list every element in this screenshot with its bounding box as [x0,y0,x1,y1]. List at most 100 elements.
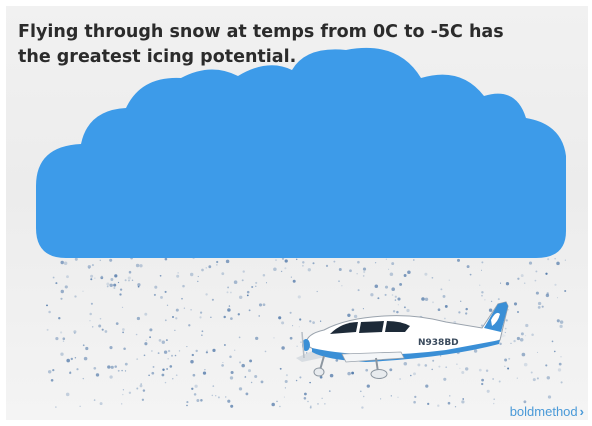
snowflake [366,384,370,388]
snowflake [151,350,153,352]
snowflake [217,396,220,399]
snowflake [90,274,94,278]
snowflake [296,345,298,347]
snowflake [545,293,550,298]
snowflake [221,272,225,276]
snowflake [461,400,465,404]
snowflake [362,267,367,271]
snowflake [341,285,343,287]
snowflake [70,357,73,361]
snowfall [46,256,567,409]
snowflake [128,279,130,282]
snowflake [233,280,238,284]
snowflake [302,264,304,267]
snowflake [517,311,519,313]
snowflake [392,310,396,313]
snowflake [457,258,460,262]
snowflake [164,381,167,384]
snowflake [424,297,429,302]
snowflake [410,374,412,377]
snowflake [227,399,231,403]
snowflake [275,259,277,261]
snowflake [391,294,394,296]
snowflake [508,357,511,360]
snowflake [60,297,63,300]
snowflake [117,281,120,284]
snowflake [523,400,527,404]
snowflake [139,384,143,388]
snowflake [229,355,232,358]
snowflake [289,336,293,340]
snowflake [421,297,425,301]
snowflake [370,293,374,297]
snowflake [310,405,312,407]
snowflake [127,276,131,280]
snowflake [461,370,465,375]
snowflake [513,339,516,343]
snowflake [251,285,254,289]
snowflake [248,309,251,312]
snowflake [440,288,443,291]
snowflake [63,261,68,266]
snowflake [399,282,403,286]
snowflake [163,350,168,354]
snowflake [122,389,125,391]
snowflake [432,359,435,362]
snowflake [226,291,229,294]
snowflake [93,366,97,370]
snowflake [264,350,267,353]
snowflake [431,368,433,371]
snowflake [119,288,123,291]
snowflake [309,406,312,409]
snowflake [137,283,141,287]
snowflake [140,383,143,385]
snowflake [403,361,408,366]
snowflake [221,364,224,367]
snowflake [154,285,158,289]
headline-line-1: Flying through snow at temps from 0C to … [18,22,504,42]
snowflake [192,373,196,377]
snowflake [247,369,252,373]
snowflake [139,264,143,268]
snowflake [478,284,481,286]
snowflake [109,346,113,350]
airplane: N938BD [296,301,509,379]
snowflake [190,309,192,311]
snowflake [360,390,362,393]
snowflake [493,398,495,400]
snowflake [255,285,257,287]
snowflake [107,365,111,369]
snowflake [353,314,358,319]
snowflake [298,326,300,328]
snowflake [284,387,287,389]
snowflake [284,379,288,384]
snowflake [58,317,61,320]
snowflake [278,316,282,320]
snowflake [325,264,329,267]
snowflake [466,265,470,269]
snowflake [399,378,401,380]
snowflake [124,362,128,366]
snowflake [432,301,434,304]
snowflake [93,399,96,401]
snowflake [302,261,305,264]
snowflake [202,371,207,375]
snowflake [121,369,123,372]
snowflake [79,405,81,407]
snowflake [142,389,146,392]
snowflake [338,280,340,282]
snowflake [109,283,113,288]
snowflake [121,403,123,405]
snowflake [205,267,207,269]
snowflake [113,283,117,287]
snowflake [172,378,174,380]
snowflake [255,336,259,341]
snowflake [91,326,94,328]
snowflake [390,395,392,397]
snowflake [131,279,134,282]
snowflake [194,384,198,388]
snowflake [324,403,326,405]
snowflake [238,336,241,339]
snowflake [498,380,501,383]
snowflake [199,311,203,314]
